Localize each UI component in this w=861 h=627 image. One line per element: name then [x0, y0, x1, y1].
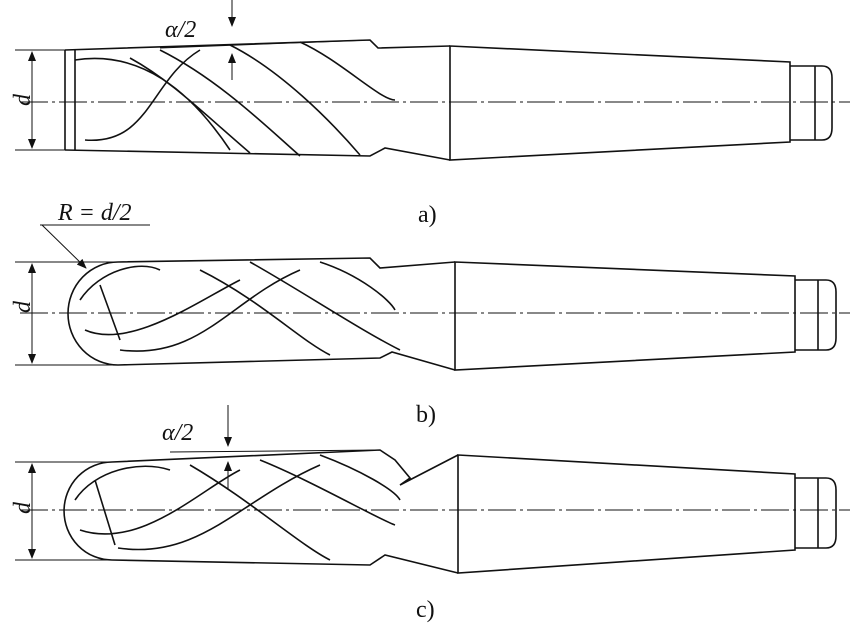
angle-label-c: α/2 — [162, 420, 193, 446]
end-face-a — [64, 50, 76, 150]
end-mill-b: d R = d/2 b) — [10, 200, 850, 428]
tang-a — [790, 65, 833, 141]
diameter-label-c: d — [10, 501, 36, 514]
helical-flutes-a — [74, 41, 396, 157]
helical-flutes-b — [79, 261, 401, 356]
taper-shank-b — [454, 261, 796, 371]
end-mill-a: d α/2 a) — [10, 0, 850, 228]
flute-body-c — [111, 449, 459, 574]
ball-nose-c — [63, 461, 113, 561]
angle-label-a: α/2 — [165, 17, 196, 43]
tang-b — [795, 279, 837, 351]
radius-label-b: R = d/2 — [57, 200, 132, 226]
flute-body-a — [64, 39, 451, 161]
flute-body-b — [117, 257, 456, 371]
caption-a: a) — [418, 202, 437, 228]
caption-c: c) — [416, 597, 435, 623]
ball-nose-b — [67, 261, 119, 366]
end-mill-c: d α/2 c) — [10, 405, 850, 623]
diameter-label-b: d — [10, 300, 36, 313]
taper-shank-a — [449, 45, 791, 161]
taper-shank-c — [457, 454, 796, 574]
diameter-label-a: d — [10, 93, 36, 106]
helical-flutes-c — [74, 454, 401, 561]
caption-b: b) — [416, 402, 436, 428]
tang-c — [795, 477, 837, 549]
